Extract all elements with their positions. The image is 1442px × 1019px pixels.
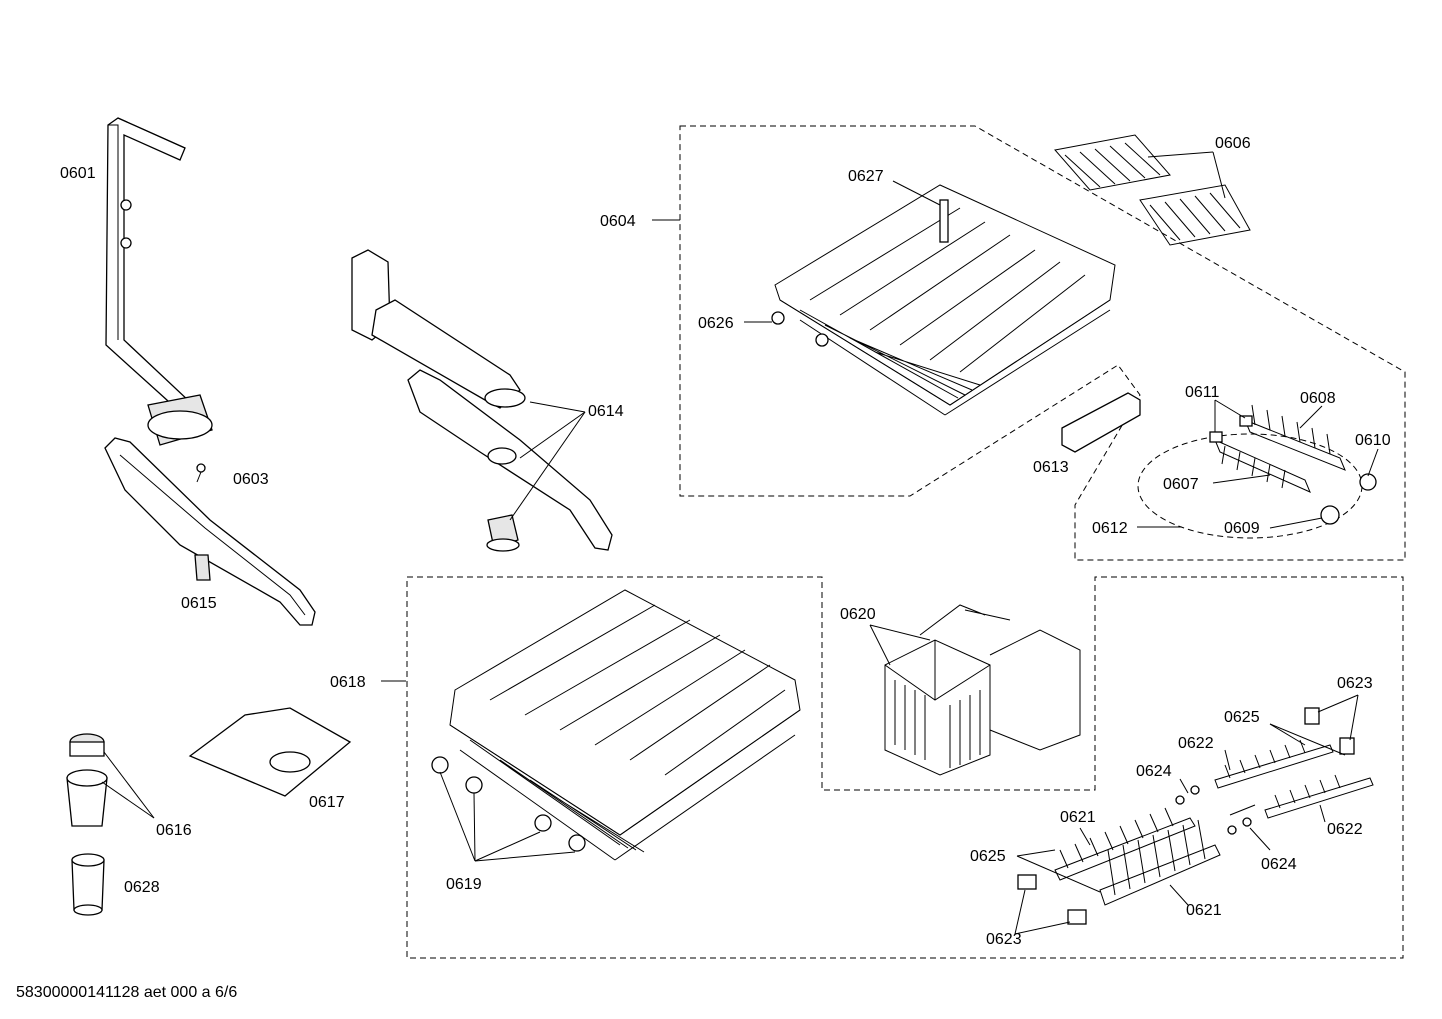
label-0618: 0618 [330, 674, 366, 691]
label-0627: 0627 [848, 168, 884, 185]
lower-basket-group-boundary [406, 576, 1404, 959]
label-0625-upper: 0625 [1224, 709, 1260, 726]
label-0622-lower: 0622 [1327, 821, 1363, 838]
label-0603: 0603 [233, 471, 269, 488]
label-0626: 0626 [698, 315, 734, 332]
label-0609: 0609 [1224, 520, 1260, 537]
upper-basket-group-boundary [679, 125, 1406, 561]
document-code: 58300000141128 aet 000 a 6/6 [16, 984, 237, 1001]
label-0623-lower: 0623 [986, 931, 1022, 948]
cutlery-basket-drawing [884, 604, 1081, 776]
label-0620: 0620 [840, 606, 876, 623]
upper-basket-drawing [771, 184, 1116, 416]
upper-spray-arm-drawing [351, 249, 613, 552]
lower-spray-arm-drawing [104, 437, 316, 626]
label-0624-upper: 0624 [1136, 763, 1172, 780]
label-0613: 0613 [1033, 459, 1069, 476]
filter-set-drawing [66, 733, 108, 916]
label-0624-lower: 0624 [1261, 856, 1297, 873]
rack-adjuster-drawing [1209, 404, 1377, 525]
label-0615: 0615 [181, 595, 217, 612]
leader-lines [101, 151, 1379, 935]
label-0611: 0611 [1185, 384, 1220, 401]
label-0601: 0601 [60, 165, 96, 182]
basket-handle-drawing [1061, 392, 1141, 453]
label-0623-upper: 0623 [1337, 675, 1373, 692]
spray-supply-pipe-drawing [105, 117, 213, 446]
label-0621-upper: 0621 [1060, 809, 1096, 826]
label-0619: 0619 [446, 876, 482, 893]
label-0628: 0628 [124, 879, 160, 896]
flat-filter-plate-drawing [188, 707, 352, 797]
label-0612: 0612 [1092, 520, 1128, 537]
label-0608: 0608 [1300, 390, 1336, 407]
label-0614: 0614 [588, 403, 624, 420]
folding-tines-drawing [1054, 134, 1251, 246]
label-0610: 0610 [1355, 432, 1391, 449]
label-0622-upper: 0622 [1178, 735, 1214, 752]
label-0604: 0604 [600, 213, 636, 230]
label-0606: 0606 [1215, 135, 1251, 152]
tine-rows-drawing [1017, 707, 1374, 925]
lower-basket-drawing [431, 589, 801, 861]
label-0616: 0616 [156, 822, 192, 839]
label-0625-lower: 0625 [970, 848, 1006, 865]
screw-drawing [196, 463, 206, 483]
label-0607: 0607 [1163, 476, 1199, 493]
label-0621-lower: 0621 [1186, 902, 1222, 919]
label-0617: 0617 [309, 794, 345, 811]
